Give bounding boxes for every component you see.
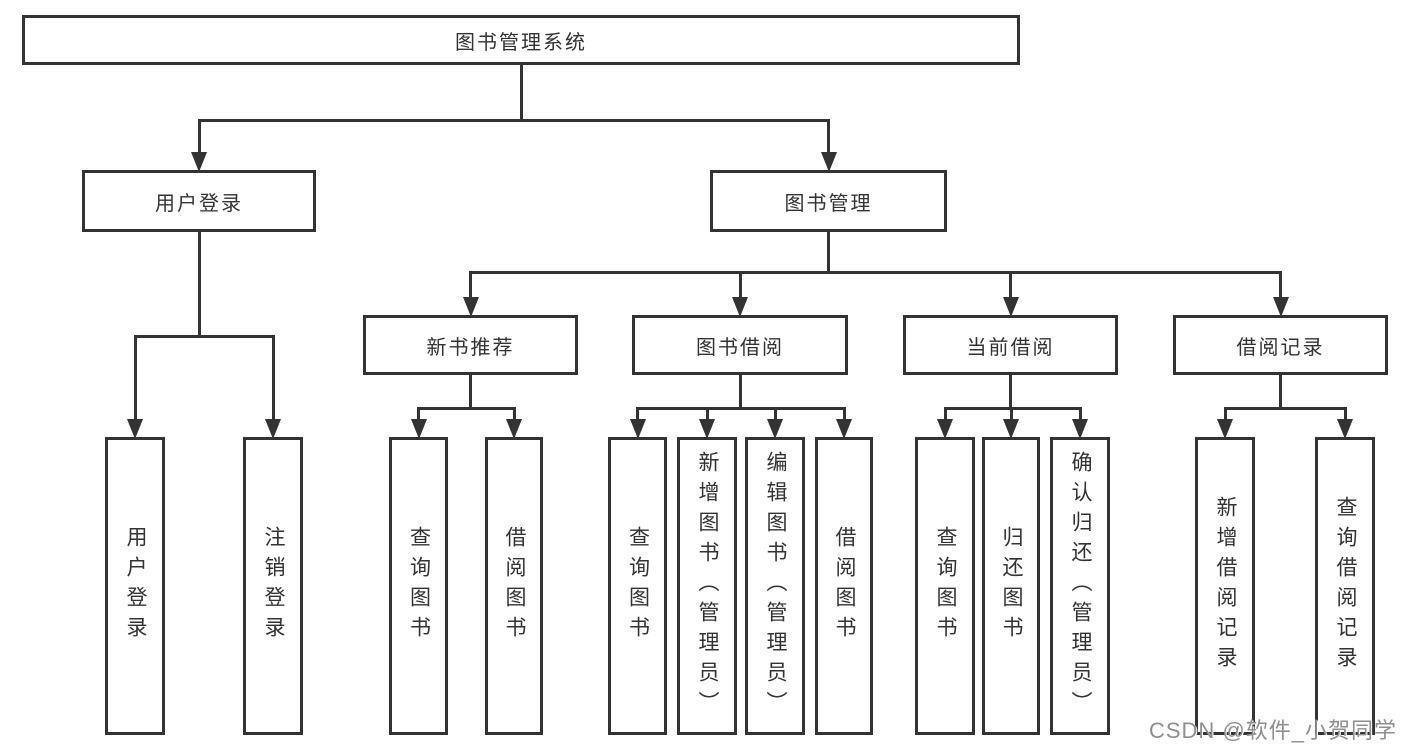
connector-segment [1009,271,1012,299]
connector-arrowhead-icon [699,419,715,439]
connector-arrowhead-icon [265,419,281,439]
connector-segment [271,335,275,421]
node-label: 借阅记录 [1236,336,1325,359]
connector-segment [1009,407,1013,421]
connector-arrowhead-icon [1217,419,1233,439]
connector-segment [197,119,201,154]
node-label: 归还图书 [1000,526,1023,646]
node-leaf-nb-borrow: 借阅图书 [485,437,543,735]
connector-arrowhead-icon [1272,297,1289,317]
connector-segment [943,407,1082,410]
connector-segment [417,407,516,410]
node-leaf-bw-edit: 编辑图书（管理员） [745,437,805,735]
node-leaf-rec-add: 新增借阅记录 [1195,437,1255,735]
node-current: 当前借阅 [903,315,1118,375]
node-label: 新增图书（管理员） [696,451,719,721]
node-label: 查询图书 [934,526,957,646]
connector-arrowhead-icon [1072,419,1088,439]
connector-segment [636,407,639,421]
node-leaf-cur-return: 归还图书 [982,437,1040,735]
connector-segment [469,271,1282,274]
node-leaf-bw-query: 查询图书 [608,437,667,735]
connector-segment [469,271,472,299]
node-label: 查询图书 [407,526,431,646]
node-label: 编辑图书（管理员） [764,451,787,721]
node-login: 用户登录 [82,170,316,232]
connector-segment [1343,407,1347,421]
node-root: 图书管理系统 [22,15,1020,65]
node-label: 借阅图书 [833,526,856,646]
node-records: 借阅记录 [1173,315,1388,375]
connector-arrowhead-icon [1003,419,1019,439]
node-label: 查询借阅记录 [1334,496,1357,676]
connector-segment [738,375,742,410]
node-label: 查询图书 [626,526,650,646]
node-label: 用户登录 [124,526,147,646]
node-leaf-logout: 注销登录 [243,437,303,735]
node-label: 注销登录 [262,526,285,646]
connector-segment [519,65,523,122]
connector-segment [133,335,275,338]
connector-segment [827,119,830,154]
node-leaf-cur-confirm: 确认归还（管理员） [1050,437,1110,735]
node-label: 当前借阅 [966,336,1055,359]
node-mgmt: 图书管理 [710,170,947,232]
node-label: 借阅图书 [503,526,526,646]
node-label: 确认归还（管理员） [1069,451,1092,721]
connector-arrowhead-icon [1337,419,1353,439]
connector-arrowhead-icon [820,152,837,172]
node-leaf-nb-query: 查询图书 [389,437,448,735]
connector-arrowhead-icon [767,419,783,439]
connector-segment [469,375,472,410]
node-borrow: 图书借阅 [632,315,848,375]
node-label: 用户登录 [155,192,243,215]
connector-arrowhead-icon [937,419,953,439]
node-leaf-user-login: 用户登录 [105,437,165,735]
connector-segment [1223,407,1227,421]
connector-segment [417,407,420,421]
node-newbook: 新书推荐 [363,315,578,375]
connector-arrowhead-icon [191,152,207,172]
node-leaf-bw-add: 新增图书（管理员） [677,437,737,735]
connector-segment [1223,407,1347,410]
connector-arrowhead-icon [506,419,522,439]
connector-arrowhead-icon [462,297,479,317]
connector-arrowhead-icon [732,297,748,317]
connector-segment [705,407,709,421]
connector-segment [636,407,846,410]
node-leaf-rec-query: 查询借阅记录 [1315,437,1375,735]
node-label: 图书借阅 [696,336,784,359]
node-leaf-bw-borrow: 借阅图书 [815,437,873,735]
node-leaf-cur-query: 查询图书 [915,437,975,735]
node-label: 图书管理 [784,192,873,215]
connector-segment [197,119,830,122]
connector-segment [1009,375,1012,410]
connector-segment [943,407,947,421]
connector-segment [827,232,830,274]
node-label: 图书管理系统 [455,31,587,54]
connector-segment [1279,375,1282,410]
watermark-text: CSDN @软件_小贺同学 [1148,718,1397,743]
connector-segment [773,407,777,421]
node-label: 新增借阅记录 [1214,496,1237,676]
connector-arrowhead-icon [127,419,143,439]
connector-arrowhead-icon [836,419,852,439]
connector-segment [1279,271,1282,299]
node-label: 新书推荐 [426,336,515,359]
connector-segment [133,335,137,421]
connector-arrowhead-icon [410,419,427,439]
connector-segment [842,407,846,421]
connector-arrowhead-icon [1002,297,1019,317]
connector-segment [512,407,516,421]
connector-segment [1078,407,1082,421]
connector-segment [197,232,201,338]
connector-arrowhead-icon [629,419,646,439]
connector-segment [738,271,742,299]
